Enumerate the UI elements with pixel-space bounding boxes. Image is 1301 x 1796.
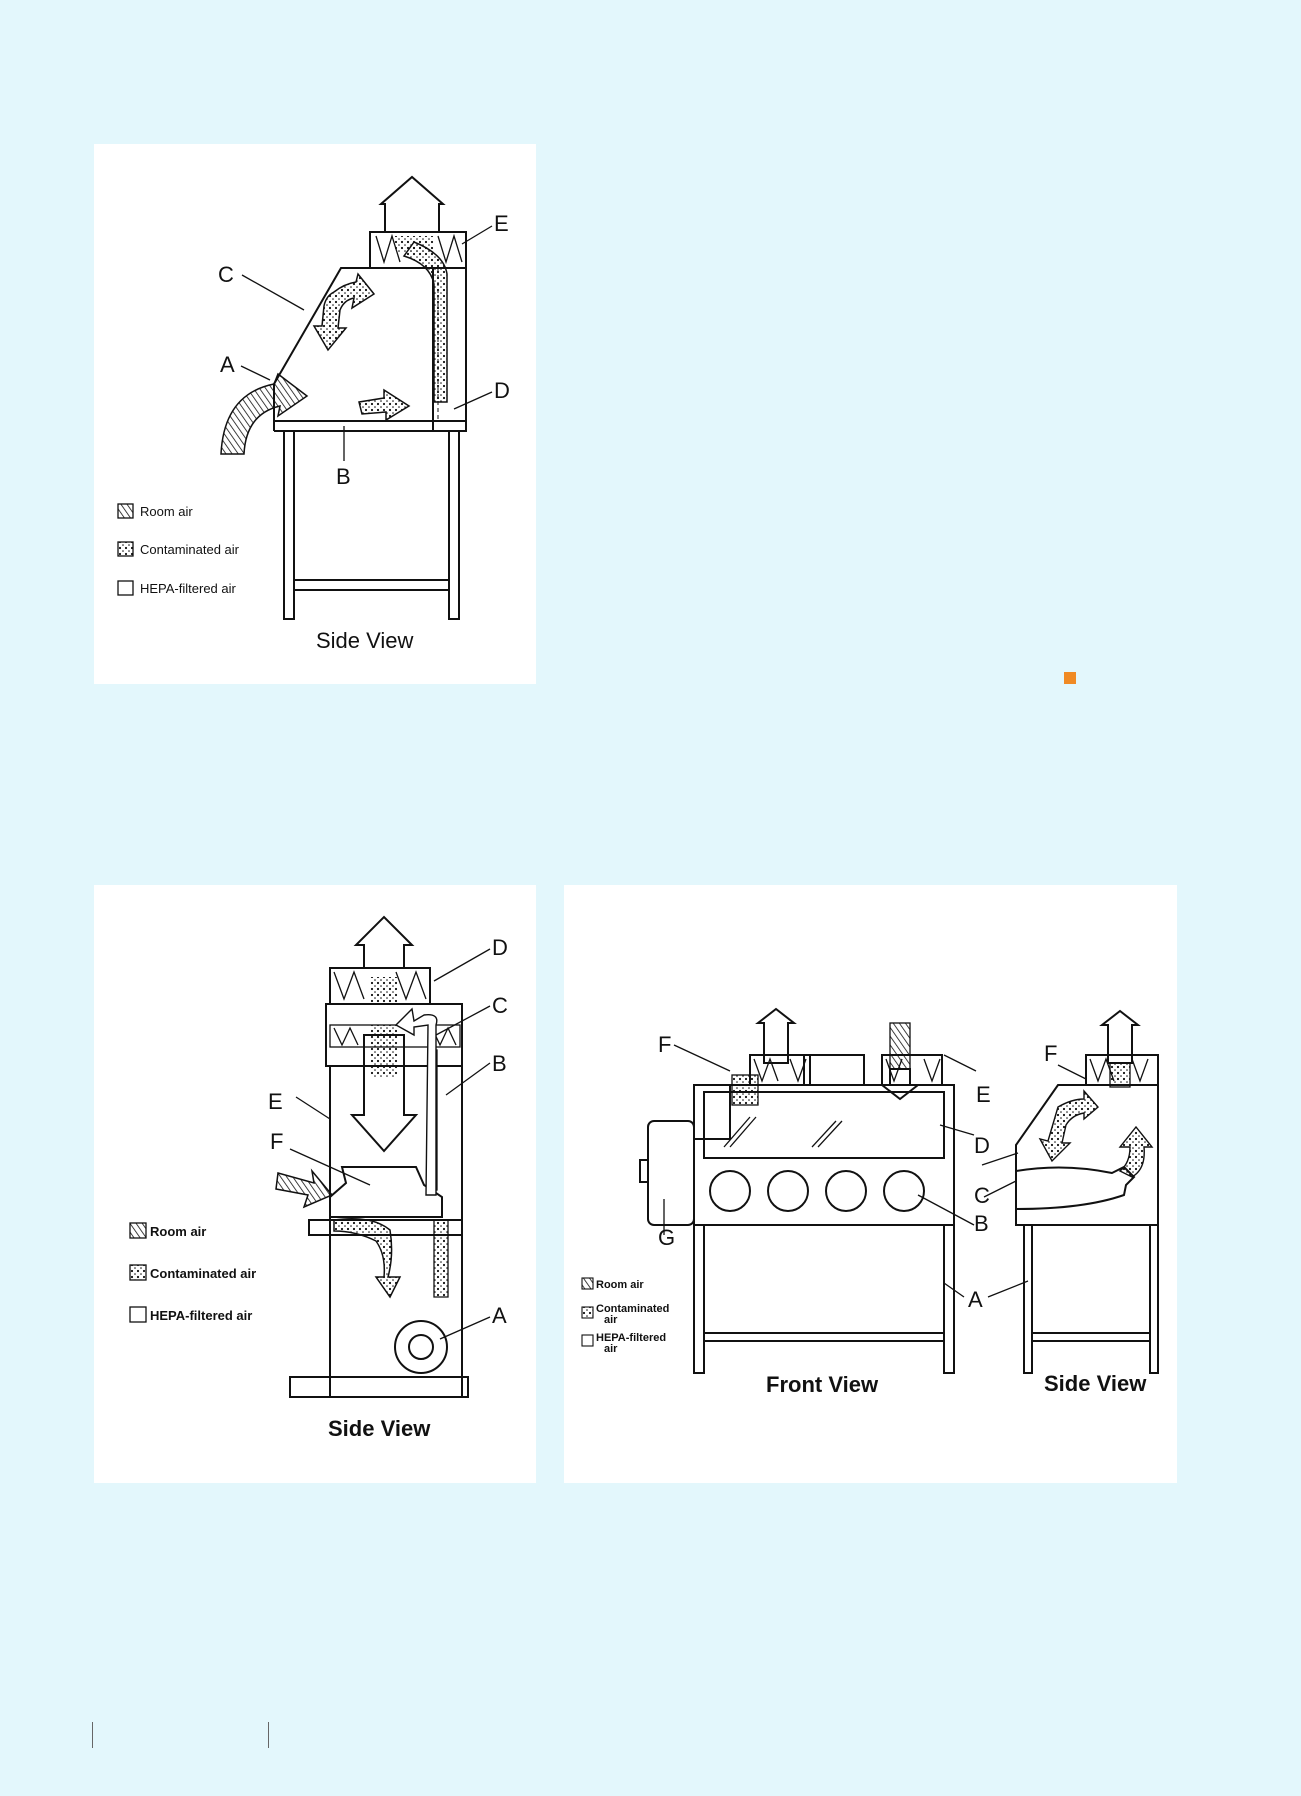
legend-contaminated-air: Contaminated air: [150, 1266, 256, 1281]
hepa-air-flow-arrow: [312, 272, 376, 352]
exhaust-arrow: [353, 915, 415, 969]
legend-swatch-room-air: [117, 503, 134, 519]
downflow-arrow: [349, 1034, 419, 1153]
front-view-cabinet: [639, 1054, 955, 1374]
label-b: B: [974, 1211, 989, 1236]
room-air-inlet: [889, 1022, 911, 1070]
plenum-up-arrow: [394, 1007, 438, 1196]
figure-2-cabinet-diagram: D C B E F A Room air Contaminated air HE…: [129, 915, 508, 1441]
contaminated-air-flow: [402, 241, 448, 403]
inner-air-arrow: [358, 388, 411, 422]
figure-1-panel: C A B D E Room air Contaminated air HEPA…: [94, 144, 536, 684]
legend-swatch-hepa-air: [129, 1306, 147, 1323]
figure-1-cabinet-diagram: C A B D E Room air Contaminated air HEPA…: [117, 175, 510, 653]
label-a: A: [220, 352, 235, 377]
caption-side-view: Side View: [1044, 1371, 1147, 1396]
side-view-cabinet: [1015, 1054, 1159, 1374]
label-f-side: F: [1044, 1041, 1057, 1066]
footer-divider: [268, 1722, 269, 1748]
caption-front-view: Front View: [766, 1372, 879, 1397]
label-c: C: [974, 1183, 990, 1208]
contaminated-air-flow: [333, 1218, 402, 1299]
glove-port: [883, 1170, 925, 1212]
glove-port: [825, 1170, 867, 1212]
legend-contaminated-air-2: air: [604, 1314, 618, 1326]
room-air-intake-arrow: [275, 1168, 334, 1209]
figure-3-panel: F E D B G A C F Room air Contaminated ai…: [564, 885, 1177, 1483]
side-exhaust-arrow: [1099, 1009, 1141, 1064]
legend-swatch-contaminated-air: [129, 1264, 147, 1281]
label-leaders: [289, 948, 491, 1340]
legend-swatch-room-air: [581, 1277, 594, 1290]
label-leaders: [663, 1044, 1087, 1298]
legend: Room air Contaminated air HEPA-filtered …: [581, 1277, 669, 1355]
footer-divider: [92, 1722, 93, 1748]
legend-swatch-contaminated-air: [581, 1306, 594, 1319]
side-up-arrow: [1118, 1125, 1154, 1178]
legend: Room air Contaminated air HEPA-filtered …: [117, 503, 240, 596]
figure-2-panel: D C B E F A Room air Contaminated air HE…: [94, 885, 536, 1483]
room-air-intake-arrow: [220, 372, 309, 455]
front-exhaust-arrow: [755, 1007, 797, 1064]
label-e: E: [976, 1082, 991, 1107]
legend-swatch-hepa-air: [581, 1334, 594, 1347]
label-e: E: [494, 211, 509, 236]
legend-hepa-air-2: air: [604, 1343, 618, 1355]
label-d: D: [974, 1133, 990, 1158]
label-b: B: [492, 1051, 507, 1076]
label-f: F: [270, 1129, 283, 1154]
label-e: E: [268, 1089, 283, 1114]
label-b: B: [336, 464, 351, 489]
return-air-flow: [433, 1219, 449, 1298]
legend-room-air: Room air: [150, 1224, 206, 1239]
label-d: D: [492, 935, 508, 960]
left-exhaust-housing: [749, 1054, 811, 1086]
label-leaders: [240, 225, 493, 461]
glove-port: [709, 1170, 751, 1212]
exhaust-arrow: [378, 175, 446, 233]
legend-hepa-air: HEPA-filtered air: [140, 581, 237, 596]
legend-room-air: Room air: [140, 504, 193, 519]
legend-room-air: Room air: [596, 1279, 644, 1291]
legend-contaminated-air: Contaminated air: [140, 542, 240, 557]
legend-hepa-air-1: HEPA-filtered: [596, 1332, 666, 1344]
side-down-arrow: [1038, 1089, 1099, 1163]
legend: Room air Contaminated air HEPA-filtered …: [129, 1222, 256, 1323]
label-c: C: [218, 262, 234, 287]
figure-3-cabinet-diagram: F E D B G A C F Room air Contaminated ai…: [581, 1007, 1159, 1397]
label-f-front: F: [658, 1032, 671, 1057]
caption-side-view: Side View: [316, 628, 414, 653]
label-a: A: [492, 1303, 507, 1328]
legend-hepa-air: HEPA-filtered air: [150, 1308, 252, 1323]
label-c: C: [492, 993, 508, 1018]
caption-side-view: Side View: [328, 1416, 431, 1441]
viewing-window: [703, 1091, 945, 1159]
stand: [283, 430, 460, 620]
label-g: G: [658, 1225, 675, 1250]
legend-swatch-contaminated-air: [117, 541, 134, 557]
pass-through-box: [647, 1120, 695, 1226]
accent-square: [1064, 672, 1076, 684]
label-a: A: [968, 1287, 983, 1312]
label-d: D: [494, 378, 510, 403]
legend-swatch-room-air: [129, 1222, 147, 1239]
legend-swatch-hepa-air: [117, 580, 134, 596]
legend-contaminated-air-1: Contaminated: [596, 1303, 669, 1315]
glove-port: [767, 1170, 809, 1212]
